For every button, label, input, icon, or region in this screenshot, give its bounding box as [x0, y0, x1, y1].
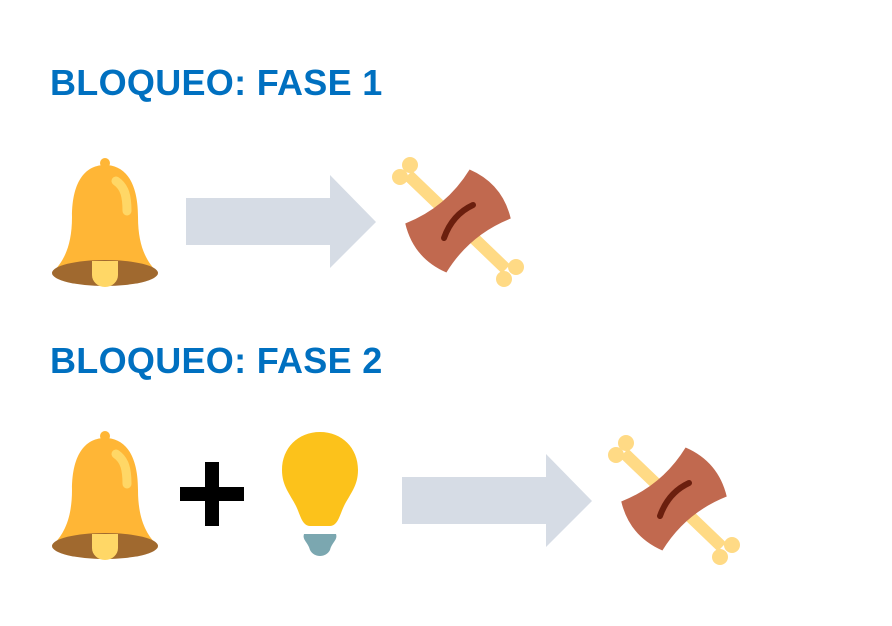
plus-icon: [180, 462, 244, 526]
lightbulb-icon: [282, 432, 358, 556]
meat-icon: [390, 157, 523, 287]
phase-1-title: BLOQUEO: FASE 1: [50, 62, 383, 103]
bell-icon: [52, 430, 158, 560]
bell-icon: [52, 157, 158, 287]
meat-icon: [606, 435, 739, 565]
phase-2-title: BLOQUEO: FASE 2: [50, 340, 383, 381]
arrow-icon: [402, 454, 592, 547]
arrow-icon: [186, 175, 376, 268]
